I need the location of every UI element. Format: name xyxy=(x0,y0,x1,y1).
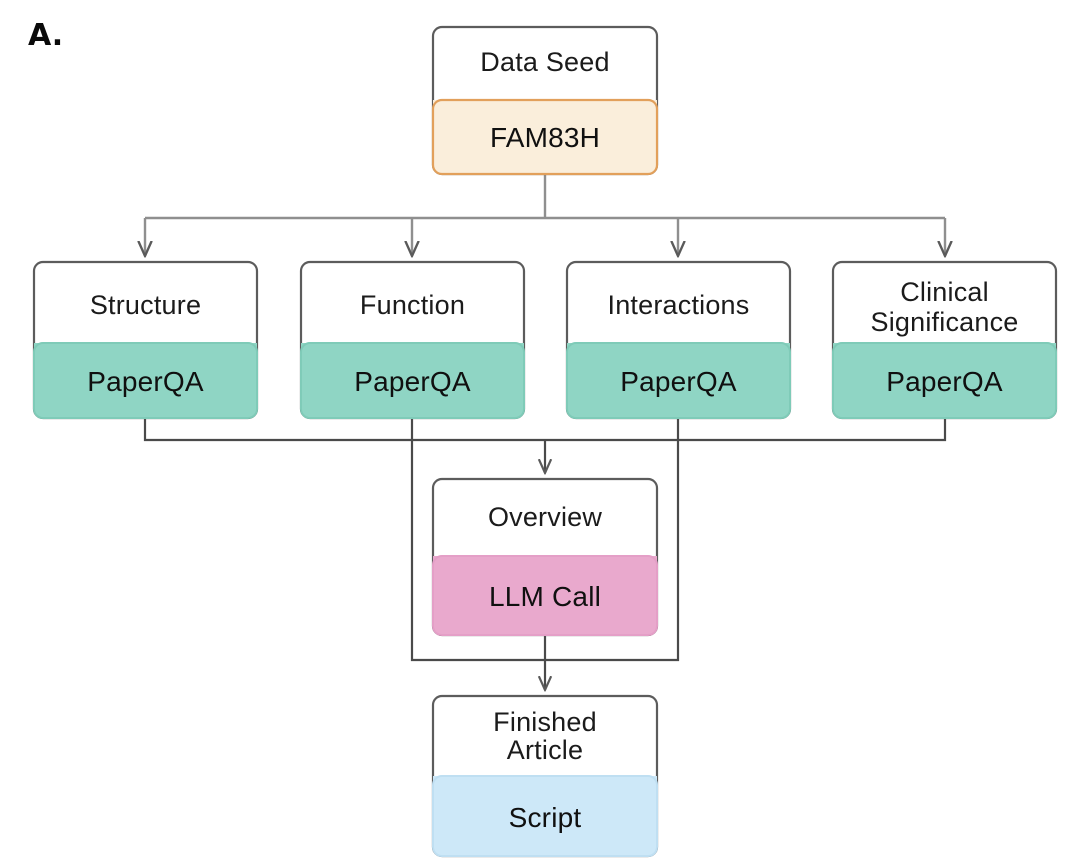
panel-label: A. xyxy=(28,18,63,53)
node-structure-body-label: PaperQA xyxy=(87,366,204,397)
node-clinical-significance-title: Clinical xyxy=(900,277,989,307)
node-interactions-title: Interactions xyxy=(608,290,750,320)
node-overview-body-label: LLM Call xyxy=(489,581,601,612)
node-data-seed-title: Data Seed xyxy=(480,47,609,77)
node-interactions-body-fill xyxy=(567,343,790,418)
node-overview-title: Overview xyxy=(488,502,602,532)
node-data-seed-body-label: FAM83H xyxy=(490,122,600,153)
node-data-seed[interactable]: Data Seed FAM83H xyxy=(431,25,659,176)
node-interactions-body-label: PaperQA xyxy=(620,366,737,397)
node-finished-article[interactable]: Finished Article Script xyxy=(431,694,659,858)
node-data-seed-body-fill xyxy=(433,100,657,174)
node-function-body-label: PaperQA xyxy=(354,366,471,397)
node-interactions[interactable]: Interactions PaperQA xyxy=(565,260,792,420)
edge-merge-bus xyxy=(143,418,947,442)
node-finished-article-title: Finished xyxy=(493,707,597,737)
node-overview-body-outline xyxy=(432,555,658,636)
node-structure-title: Structure xyxy=(90,290,201,320)
edges-seed-to-branches xyxy=(145,174,945,256)
node-finished-article-title-line2: Article xyxy=(507,735,583,765)
edges-to-finished xyxy=(410,440,680,690)
node-function[interactable]: Function PaperQA xyxy=(299,260,526,420)
node-finished-article-body-label: Script xyxy=(509,802,582,833)
node-clinical-significance-body-label: PaperQA xyxy=(886,366,1003,397)
edges-branches-to-overview xyxy=(143,418,947,473)
node-overview-body-fill xyxy=(433,556,657,635)
node-clinical-significance-body-fill xyxy=(833,343,1056,418)
node-data-seed-body-outline xyxy=(431,98,659,176)
node-clinical-significance[interactable]: Clinical Significance PaperQA xyxy=(831,260,1058,420)
node-finished-article-body-outline xyxy=(432,775,658,857)
node-overview[interactable]: Overview LLM Call xyxy=(431,477,659,637)
node-function-body-fill xyxy=(301,343,524,418)
node-function-title: Function xyxy=(360,290,465,320)
node-structure-body-outline xyxy=(33,342,258,419)
node-function-body-outline xyxy=(300,342,525,419)
node-finished-article-body-fill xyxy=(433,776,657,856)
node-clinical-significance-body-outline xyxy=(832,342,1057,419)
node-interactions-body-outline xyxy=(566,342,791,419)
node-structure-body-fill xyxy=(34,343,257,418)
node-clinical-significance-title-line2: Significance xyxy=(871,307,1019,337)
node-structure[interactable]: Structure PaperQA xyxy=(32,260,259,420)
